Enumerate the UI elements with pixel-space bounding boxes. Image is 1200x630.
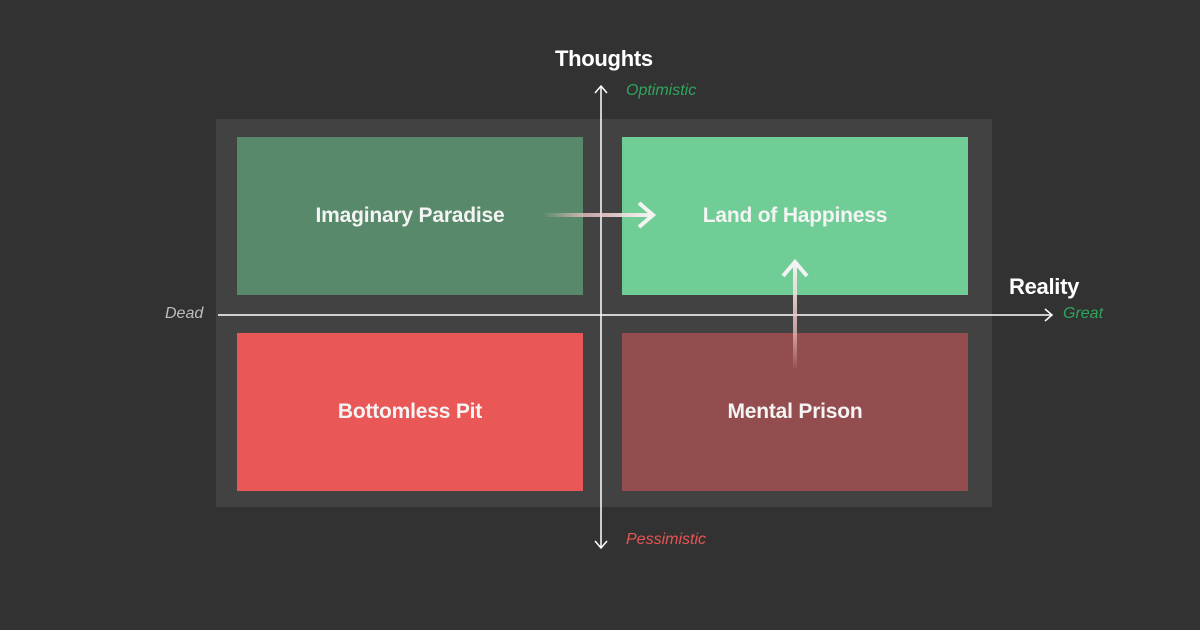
quadrant-label-land-of-happiness: Land of Happiness — [702, 204, 888, 227]
quadrant-bottomless-pit: Bottomless Pit — [237, 333, 583, 491]
horizontal-axis-title: Reality — [1009, 274, 1080, 299]
vertical-axis-bottom-label: Pessimistic — [626, 531, 707, 548]
horizontal-axis-right-label: Great — [1063, 305, 1104, 322]
vertical-axis-top-label: Optimistic — [626, 82, 697, 99]
horizontal-axis-left-label: Dead — [165, 305, 204, 322]
vertical-axis-title: Thoughts — [555, 46, 653, 71]
vertical-axis-arrow-up-icon — [594, 84, 608, 94]
quadrant-label-mental-prison: Mental Prison — [727, 400, 863, 423]
quadrant-land-of-happiness: Land of Happiness — [622, 137, 968, 295]
quadrant-imaginary-paradise: Imaginary Paradise — [237, 137, 583, 295]
quadrant-mental-prison: Mental Prison — [622, 333, 968, 491]
horizontal-axis-arrow-right-icon — [1044, 308, 1054, 322]
quadrant-label-bottomless-pit: Bottomless Pit — [337, 400, 483, 423]
vertical-axis-arrow-down-icon — [594, 540, 608, 550]
quadrant-label-imaginary-paradise: Imaginary Paradise — [315, 204, 505, 227]
